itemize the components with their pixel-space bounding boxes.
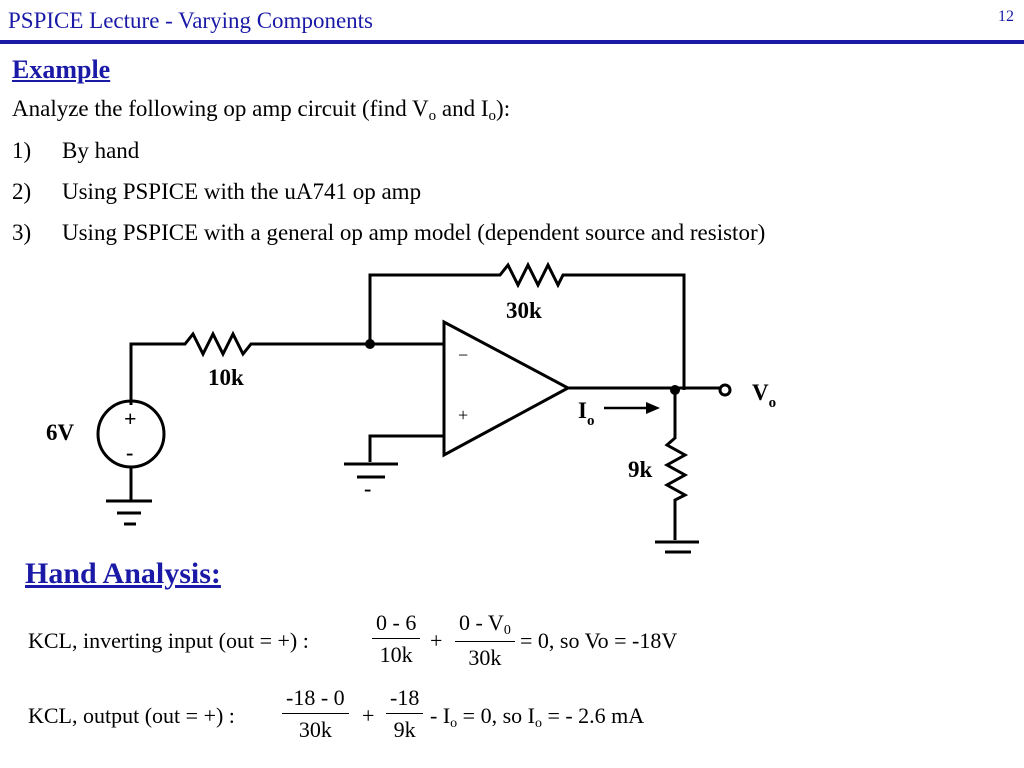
current-arrow-head [646,402,660,414]
step-number: 1) [12,138,32,163]
slide-title: PSPICE Lecture - Varying Components [8,8,373,33]
r-input-label: 10k [208,365,244,390]
eq1-tail: = 0, so Vo = -18V [520,628,678,653]
eq1-f2-numerator: 0 - V0 [455,610,515,642]
eq2-tail-b: = 0, so I [457,703,535,728]
input-wire [129,330,444,405]
ground-minus-mark: - [672,552,679,560]
output-terminal[interactable] [718,383,732,397]
eq2-f2-numerator: -18 [386,685,424,714]
opamp-minus-label: − [458,345,468,365]
opamp-plus-label: + [458,405,468,425]
source-plus: + [124,406,137,431]
noninverting-wire [368,434,444,462]
eq1-f1-numerator: 0 - 6 [372,610,421,639]
step-item: 2) Using PSPICE with the uA741 op amp [12,179,421,205]
intro-post: ): [496,96,511,121]
step-text: By hand [62,138,140,163]
vo-label: Vo [752,380,776,411]
step-text: Using PSPICE with a general op amp model… [62,220,766,245]
intro-line: Analyze the following op amp circuit (fi… [12,96,510,125]
title-rule [0,40,1024,44]
eq2-fraction-1: -18 - 0 30k [282,685,349,743]
eq1-f2-num-main: 0 - V [459,610,504,635]
page-number: 12 [998,8,1014,25]
step-number: 2) [12,179,32,204]
ground-minus-mark: - [364,476,371,501]
step-item: 3) Using PSPICE with a general op amp mod… [12,220,765,246]
eq2-lead: KCL, output (out = +) : [28,703,235,728]
io-label: Io [578,398,594,429]
eq2-fraction-2: -18 9k [386,685,424,743]
eq1-f2-denominator: 30k [468,645,502,670]
eq1-f1-denominator: 10k [379,642,413,667]
intro-pre: Analyze the following op amp circuit (fi… [12,96,429,121]
eq2-tail-c: = - 2.6 mA [541,703,645,728]
inverting-node [365,339,375,349]
source-label: 6V [46,420,75,445]
load-resistor [663,390,689,540]
hand-analysis-heading: Hand Analysis: [25,557,221,590]
eq1-plus: + [430,628,443,653]
eq1-fraction-1: 0 - 6 10k [372,610,421,668]
eq2-tail: - Io = 0, so Io = - 2.6 mA [430,703,644,732]
intro-mid: and I [436,96,489,121]
r-feedback-label: 30k [506,298,542,323]
eq2-tail-a-sub: o [450,716,458,731]
feedback-wire [368,261,686,390]
intro-sub1: o [428,108,437,124]
eq2-plus: + [362,703,375,728]
step-number: 3) [12,220,32,245]
step-item: 1) By hand [12,138,139,164]
intro-sub2: o [488,108,497,124]
eq1-f2-num-sub: 0 [503,623,511,638]
r-load-label: 9k [628,457,653,482]
eq1-lead: KCL, inverting input (out = +) : [28,628,309,653]
eq2-tail-a: - I [430,703,451,728]
eq2-tail-b-sub: o [534,716,542,731]
example-heading: Example [12,55,111,84]
eq1-fraction-2: 0 - V0 30k [455,610,515,671]
eq2-f2-denominator: 9k [393,717,416,742]
source-minus: - [126,440,133,465]
eq2-f1-numerator: -18 - 0 [282,685,349,714]
step-text: Using PSPICE with the uA741 op amp [62,179,422,204]
eq2-f1-denominator: 30k [298,717,332,742]
circuit-diagram: 30k 10k 9k 6V + - − + - - Vo Io [46,261,776,560]
opamp-triangle [442,319,572,458]
